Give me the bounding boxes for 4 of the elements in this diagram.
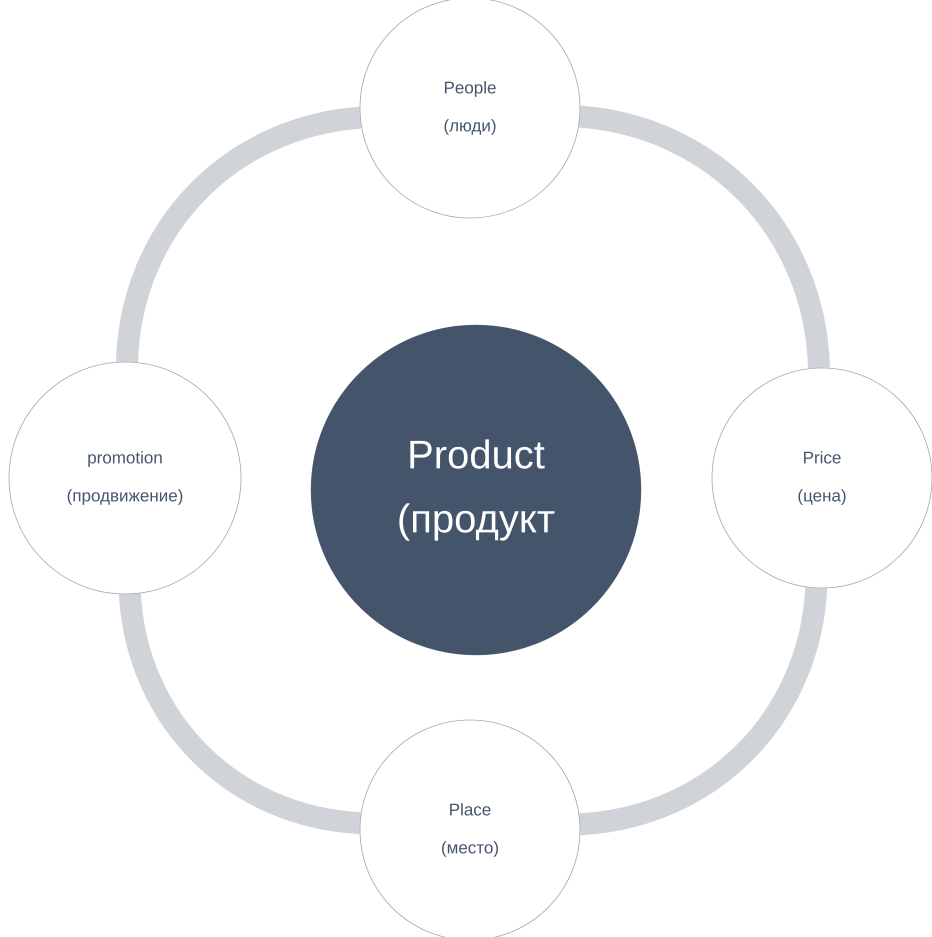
ring-arc — [578, 586, 828, 836]
ring-arc — [118, 592, 362, 834]
ring-arc — [116, 106, 362, 363]
ring-arc — [578, 106, 830, 369]
